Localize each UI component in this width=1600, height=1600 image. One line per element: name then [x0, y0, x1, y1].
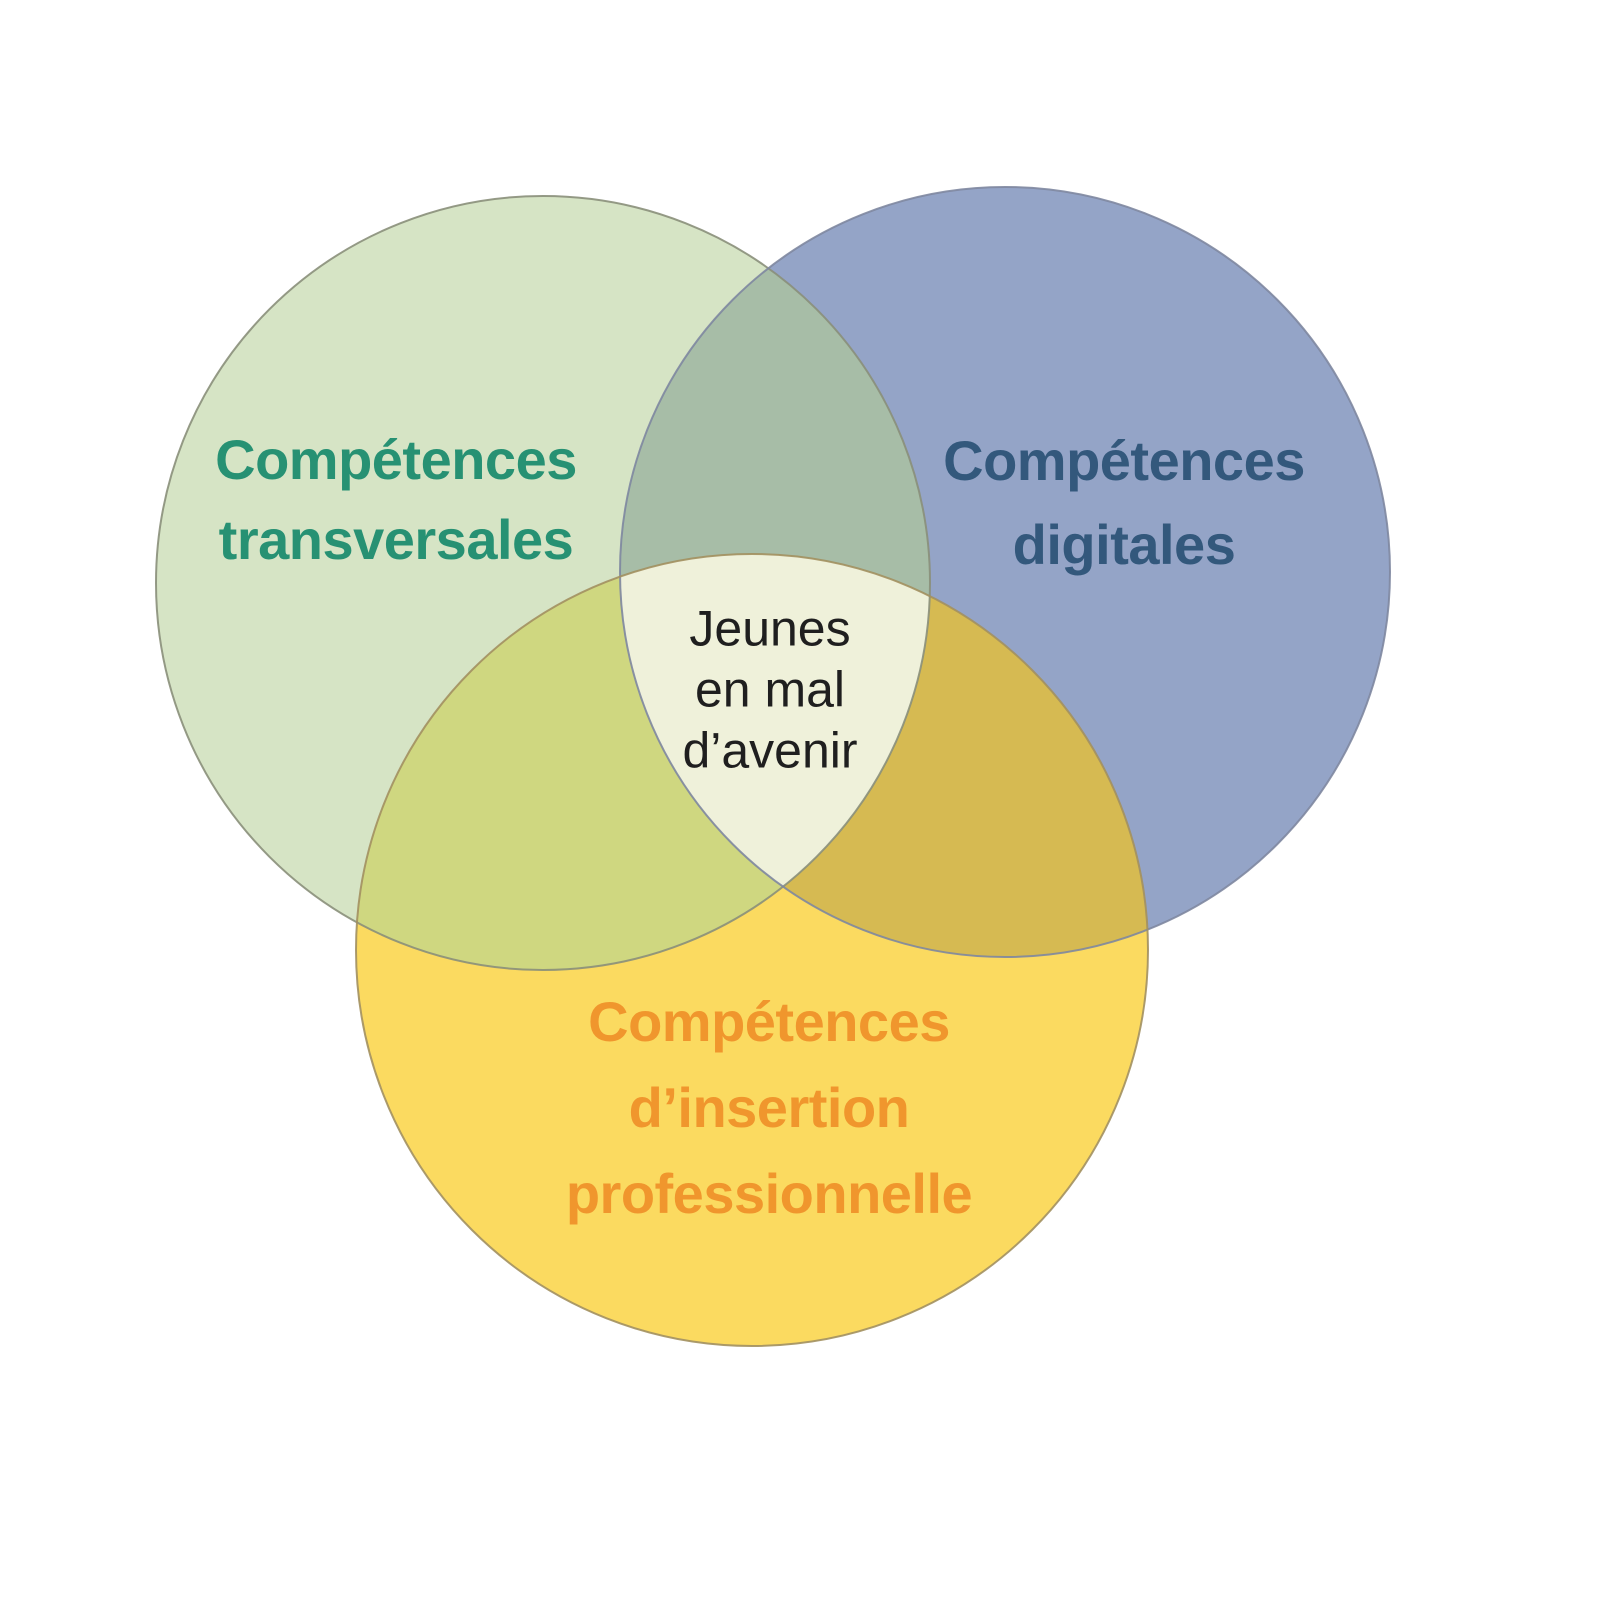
center-label-line: Jeunes [689, 600, 851, 657]
label-competences-insertion-professionnelle: Compétences d’insertion professionnelle [565, 979, 973, 1237]
label-line: digitales [1012, 513, 1236, 576]
blue-circle-outline [619, 186, 1391, 958]
label-line: Compétences [215, 428, 577, 491]
center-label-line: d’avenir [682, 722, 858, 779]
label-line: Compétences [943, 429, 1305, 492]
center-label-jeunes-en-mal-davenir: Jeunes en mal d’avenir [682, 599, 857, 782]
label-line: professionnelle [565, 1162, 973, 1225]
label-line: Compétences [588, 990, 950, 1053]
label-competences-transversales: Compétences transversales [215, 420, 577, 580]
label-competences-digitales: Compétences digitales [943, 419, 1305, 587]
green-circle-outline [155, 195, 931, 971]
label-line: d’insertion [628, 1076, 910, 1139]
center-label-line: en mal [694, 661, 846, 718]
yellow-circle-outline [355, 553, 1149, 1347]
label-line: transversales [218, 508, 574, 571]
